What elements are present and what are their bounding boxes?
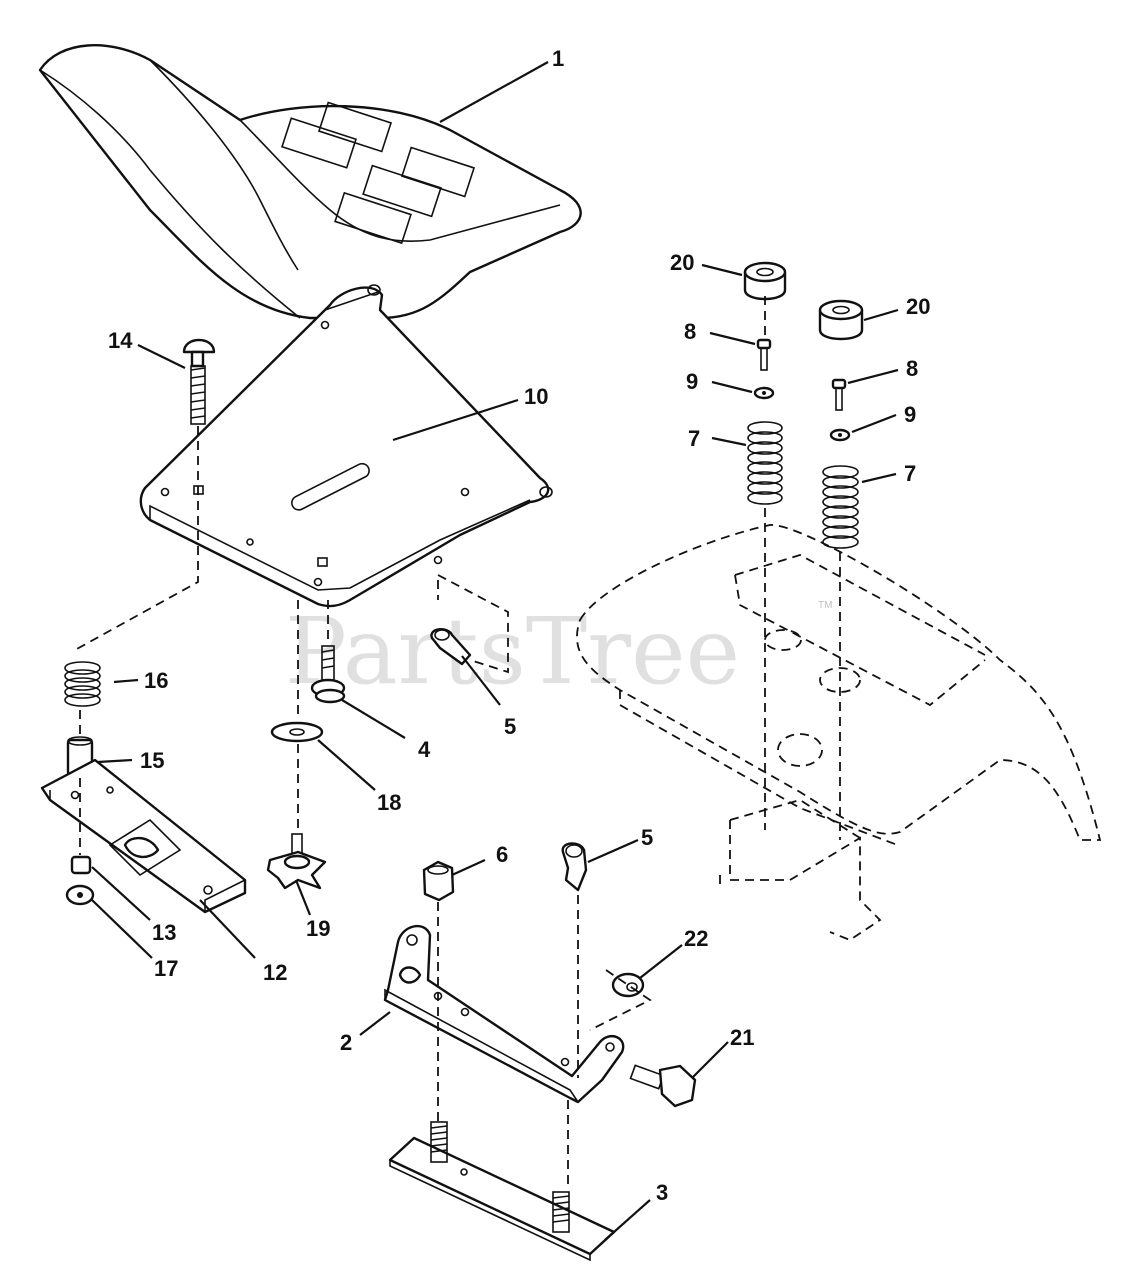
callout-5-lower: 5	[641, 825, 653, 850]
carriage-bolt[interactable]	[182, 338, 216, 425]
flat-washer[interactable]	[270, 721, 324, 743]
seat[interactable]	[38, 44, 582, 320]
callout-10: 10	[524, 384, 548, 409]
fender-reference	[576, 524, 1102, 942]
callout-19: 19	[306, 916, 330, 941]
spring-small[interactable]	[64, 661, 101, 707]
callout-1: 1	[552, 46, 564, 71]
assembly-lines	[74, 296, 841, 1190]
callout-22: 22	[684, 926, 708, 951]
callout-17: 17	[154, 956, 178, 981]
watermark: PartsTree	[285, 598, 740, 705]
spacer-right[interactable]	[818, 299, 864, 341]
bolt-right[interactable]	[831, 378, 847, 411]
seat-pan[interactable]	[139, 284, 553, 608]
callout-8-left: 8	[684, 319, 696, 344]
washer-right[interactable]	[829, 428, 851, 442]
callout-3: 3	[656, 1180, 668, 1205]
flange-nut[interactable]	[65, 884, 95, 906]
callout-8-right: 8	[906, 356, 918, 381]
callout-2: 2	[340, 1030, 352, 1055]
callout-20-left: 20	[670, 250, 694, 275]
callout-14: 14	[108, 328, 133, 353]
callout-9-right: 9	[904, 402, 916, 427]
callout-13: 13	[152, 920, 176, 945]
callout-7-right: 7	[904, 461, 916, 486]
seat-mount-bracket[interactable]	[383, 924, 625, 1104]
callout-15: 15	[140, 748, 164, 773]
callout-21: 21	[730, 1025, 754, 1050]
hex-nut[interactable]	[422, 860, 455, 902]
callout-7-left: 7	[688, 426, 700, 451]
callout-20-right: 20	[906, 294, 930, 319]
spacer-left[interactable]	[743, 261, 787, 301]
callout-4: 4	[418, 737, 431, 762]
shoulder-bolt[interactable]	[310, 645, 346, 704]
adjustment-knob[interactable]	[266, 833, 327, 890]
callout-12: 12	[263, 960, 287, 985]
washer-left[interactable]	[753, 386, 775, 400]
spring-left[interactable]	[747, 421, 783, 505]
hex-nut-small[interactable]	[70, 855, 92, 875]
callout-5-upper: 5	[504, 714, 516, 739]
callout-18: 18	[377, 790, 401, 815]
callout-labels: 1 2 3 4 5 5 6 7 7 8 8 9 9 10 12 13 14 15…	[108, 46, 930, 1205]
slide-bracket[interactable]	[40, 758, 247, 914]
callout-6: 6	[496, 842, 508, 867]
leader-lines	[91, 61, 899, 1241]
watermark-trademark: TM	[818, 600, 832, 611]
mount-plate[interactable]	[388, 1121, 616, 1262]
shoulder-bolt-large[interactable]	[629, 1064, 697, 1108]
spring-right[interactable]	[822, 465, 859, 549]
callout-16: 16	[144, 668, 168, 693]
callout-9-left: 9	[686, 369, 698, 394]
bolt-left[interactable]	[756, 338, 772, 371]
clip-lower[interactable]	[561, 842, 588, 892]
lock-nut[interactable]	[611, 972, 645, 998]
